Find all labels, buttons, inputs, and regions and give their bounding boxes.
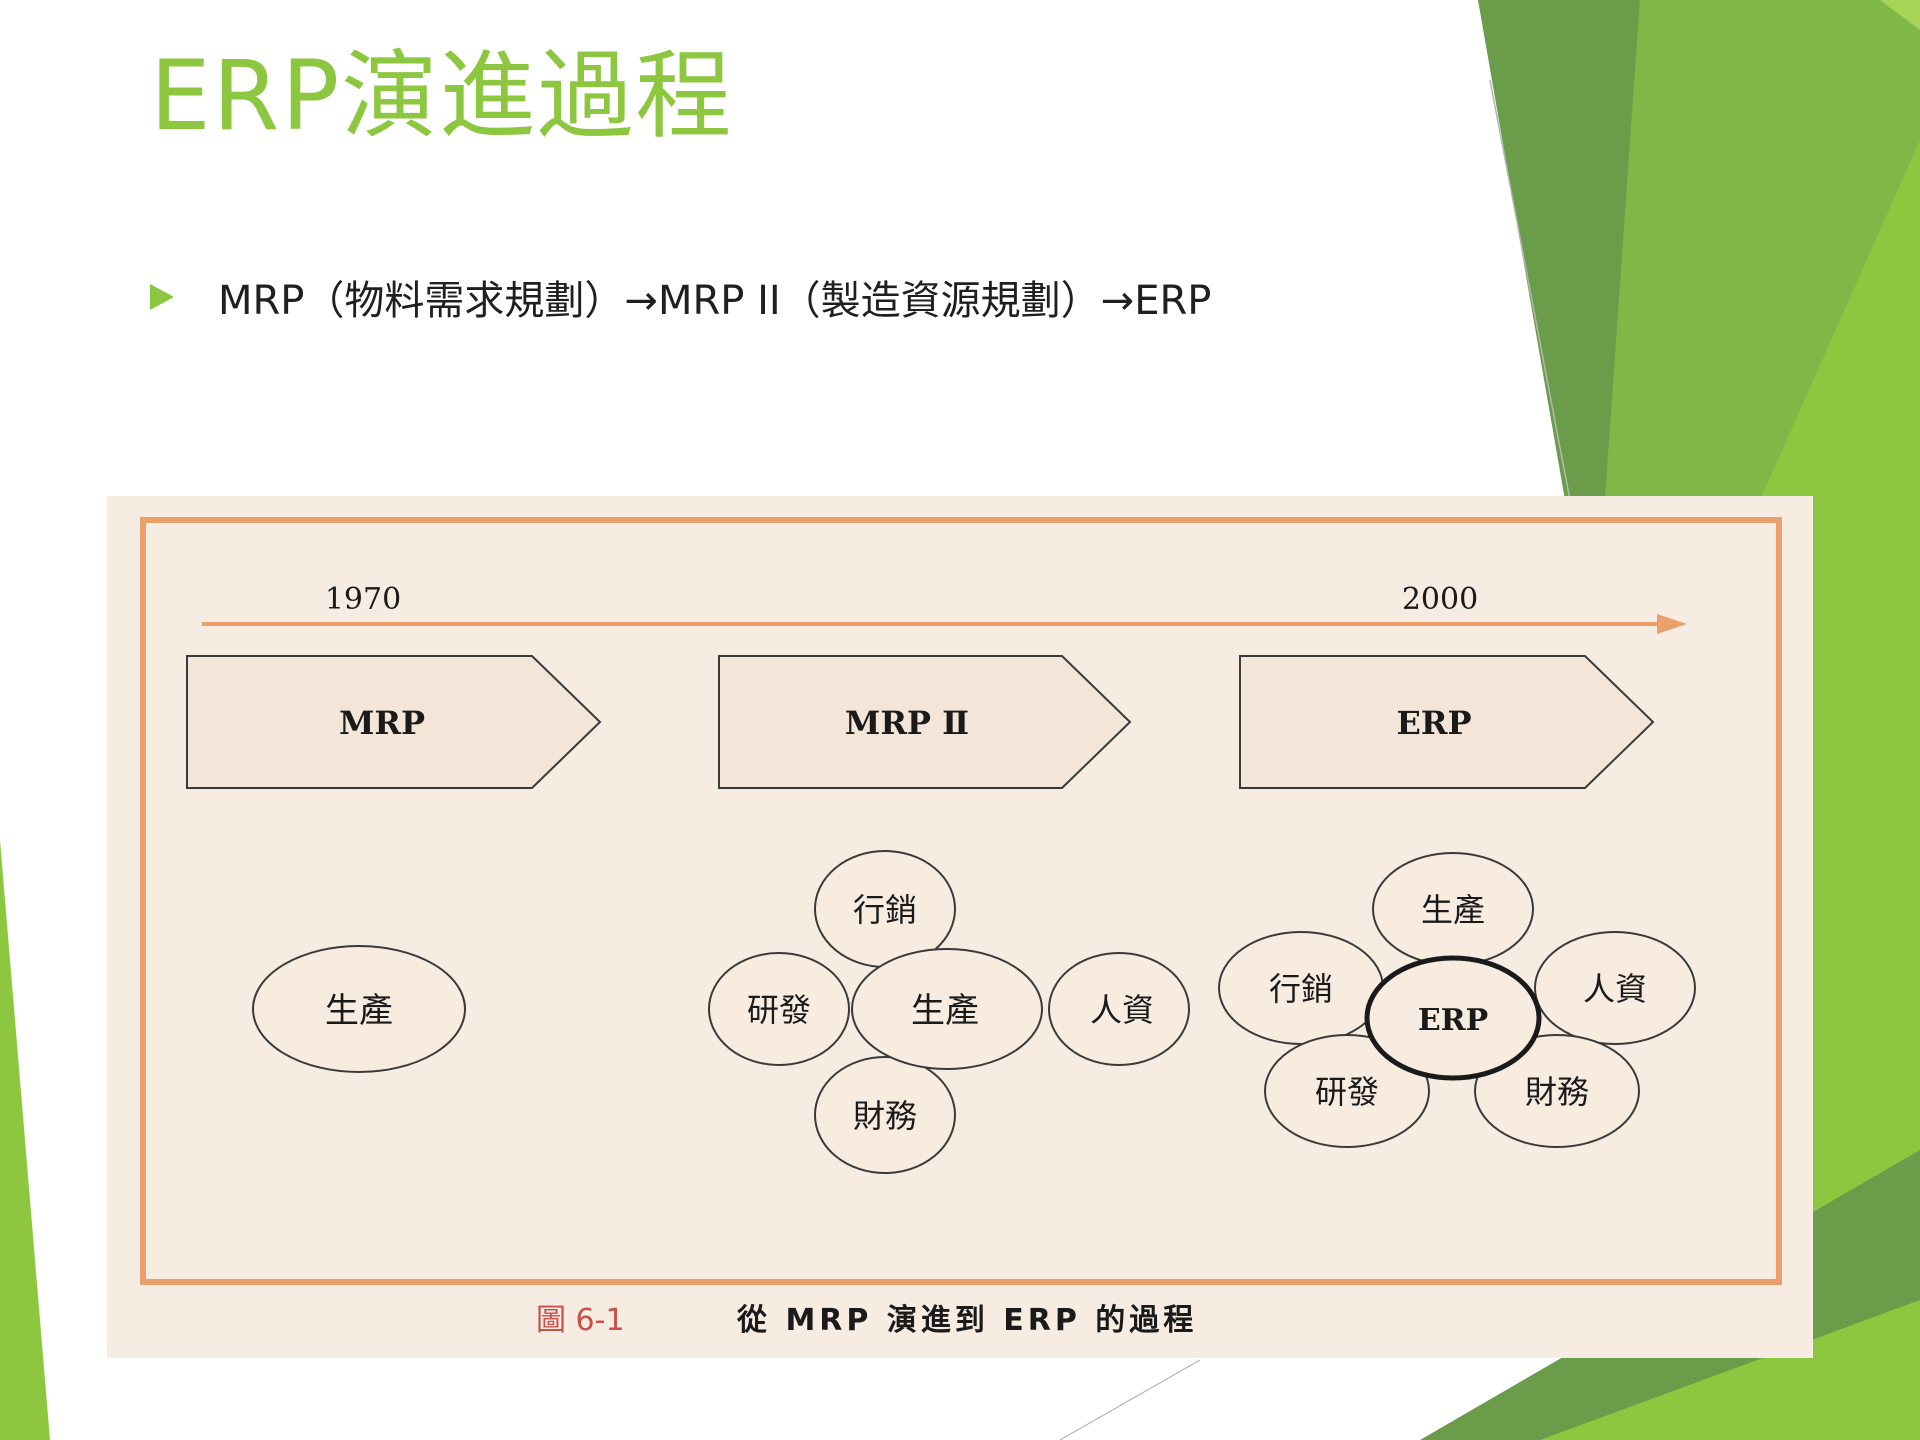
petal-label: 行銷 <box>853 891 917 929</box>
petal-label: 人資 <box>1090 991 1154 1029</box>
center-label: 生產 <box>911 991 979 1031</box>
mrp-cluster: 生產 <box>252 945 466 1073</box>
petal-circle <box>1474 1034 1640 1148</box>
timeline-start-label: 1970 <box>325 582 401 617</box>
center-label: 生產 <box>325 991 393 1031</box>
petal-circle <box>814 1056 956 1174</box>
bullet-item: MRP（物料需求規劃）→MRP II（製造資源規劃）→ERP <box>150 268 1211 326</box>
stage-label: ERP <box>1396 704 1471 742</box>
timeline-end-label: 2000 <box>1402 582 1478 617</box>
decor-line <box>1489 79 1571 501</box>
center-label: ERP <box>1418 1003 1488 1038</box>
stage-shape <box>186 655 602 789</box>
erp-evolution-figure: 1970 2000 MRP MRP Ⅱ ERP 生產 行銷 研發 <box>107 496 1813 1358</box>
petal-label: 研發 <box>1315 1073 1379 1111</box>
figure-caption-number: 圖 6-1 <box>536 1303 625 1338</box>
stage-shape <box>1239 655 1655 789</box>
bullet-text: MRP（物料需求規劃）→MRP II（製造資源規劃）→ERP <box>218 278 1212 324</box>
slide-title: ERP演進過程 <box>150 40 734 152</box>
petal-label: 生產 <box>1421 891 1485 929</box>
petal-circle <box>1264 1034 1430 1148</box>
stage-mrp2: MRP Ⅱ <box>718 655 1132 789</box>
stage-erp: ERP <box>1239 655 1655 789</box>
mrp2-cluster: 行銷 研發 人資 財務 生產 <box>708 850 1190 1174</box>
center-circle <box>851 948 1043 1070</box>
erp-cluster: 生產 行銷 人資 研發 財務 ERP <box>1218 852 1696 1148</box>
petal-circle <box>1048 952 1190 1066</box>
petal-circle <box>708 952 850 1066</box>
right-mid-band <box>1605 0 1920 500</box>
decor-line-bottom <box>1059 1359 1201 1440</box>
timeline-arrow-head-icon <box>1657 614 1687 634</box>
stage-label: MRP Ⅱ <box>845 704 969 742</box>
stage-mrp: MRP <box>186 655 602 789</box>
figure-caption-text: 從 MRP 演進到 ERP 的過程 <box>736 1303 1197 1338</box>
center-circle <box>1364 955 1542 1081</box>
right-light-sliver <box>1700 0 1920 30</box>
center-circle <box>252 945 466 1073</box>
petal-label: 研發 <box>747 991 811 1029</box>
right-dark-band <box>1478 0 1640 500</box>
figure-drawing: 1970 2000 MRP MRP Ⅱ ERP 生產 行銷 研發 <box>140 517 1782 1338</box>
petal-label: 人資 <box>1583 970 1647 1008</box>
stage-label: MRP <box>339 704 425 742</box>
petal-label: 財務 <box>853 1097 917 1135</box>
stage-shape <box>718 655 1132 789</box>
petal-circle <box>1534 931 1696 1045</box>
figure-frame <box>140 517 1782 1285</box>
bullet-arrow-icon <box>150 284 174 310</box>
petal-label: 財務 <box>1525 1073 1589 1111</box>
petal-label: 行銷 <box>1269 970 1333 1008</box>
left-green-band <box>0 840 50 1440</box>
bottom-green-triangle <box>1540 1300 1920 1440</box>
